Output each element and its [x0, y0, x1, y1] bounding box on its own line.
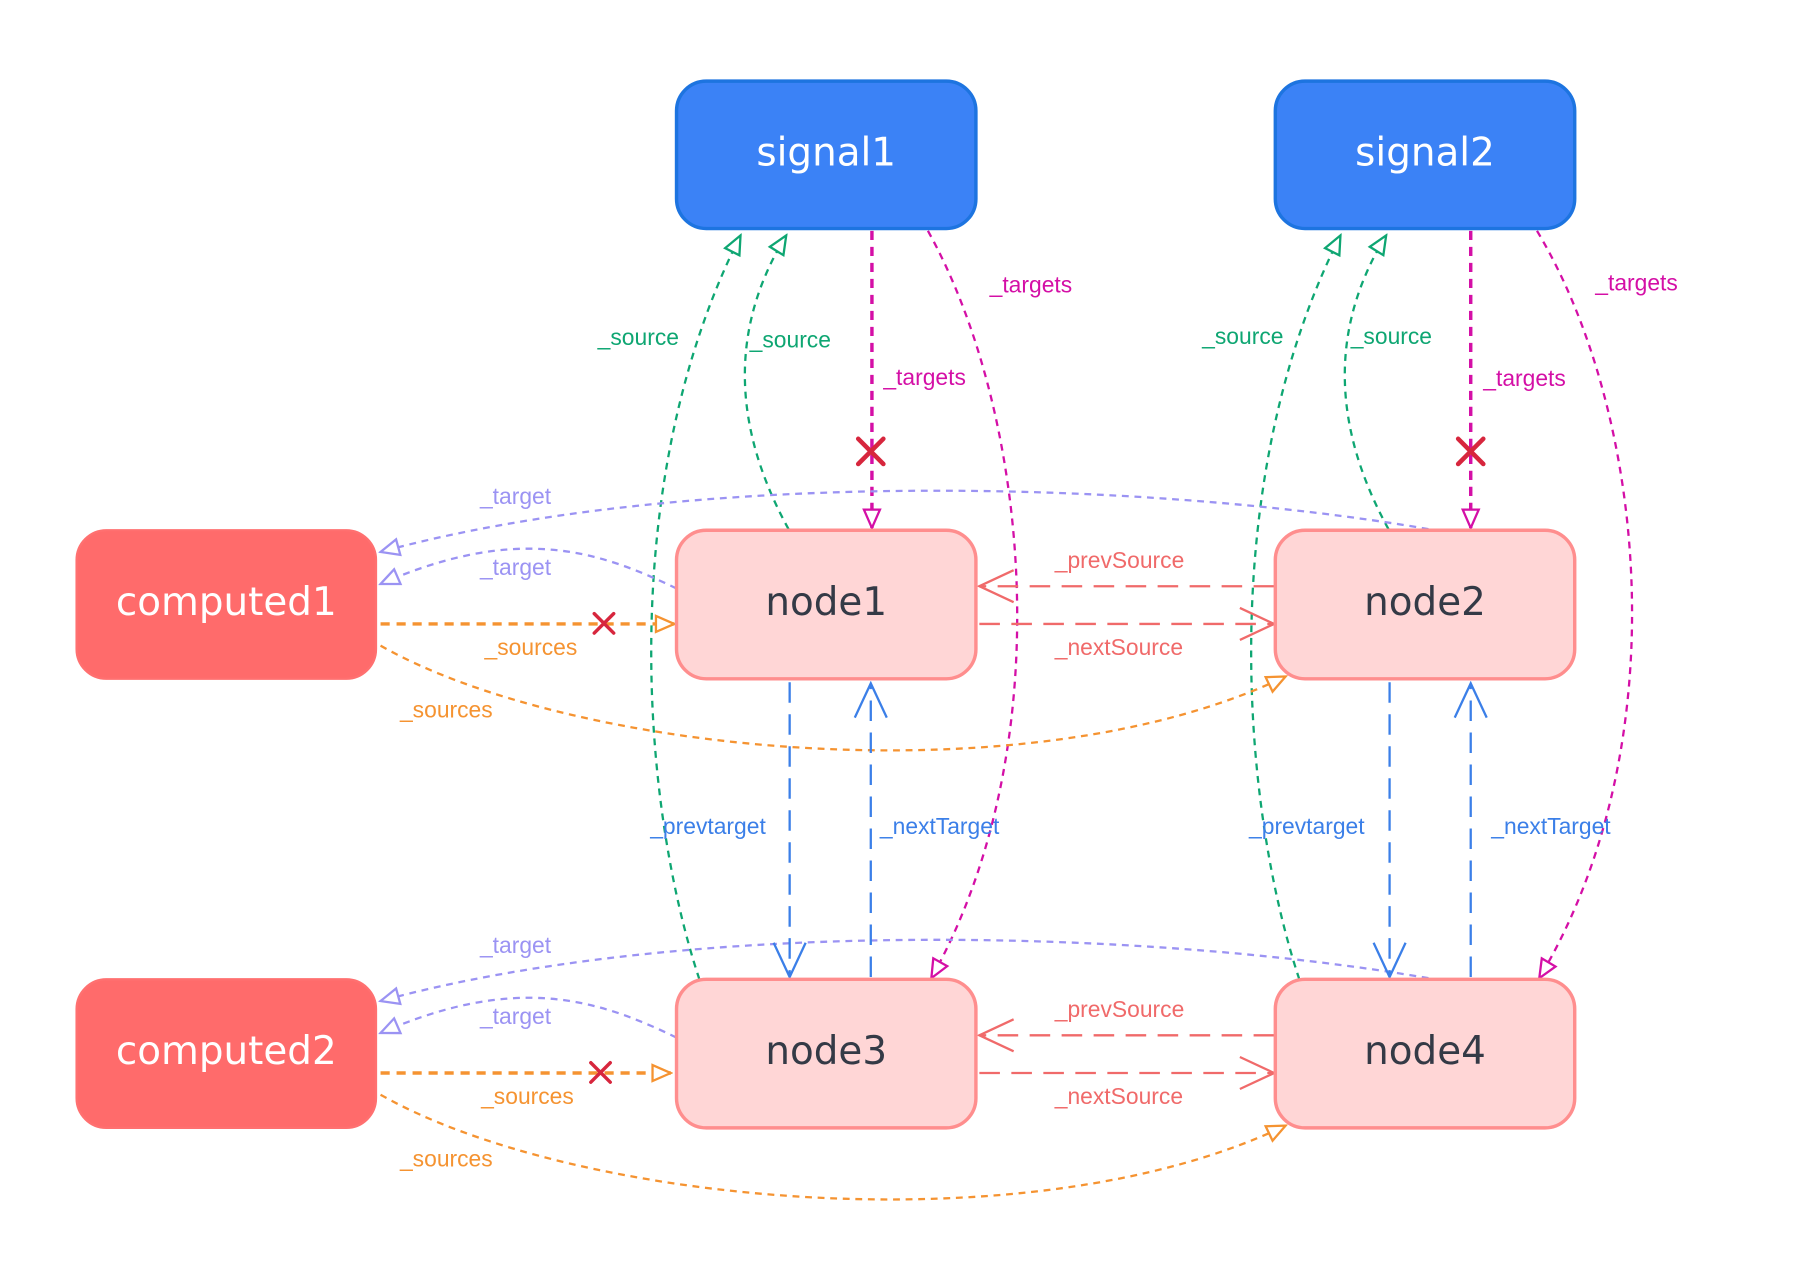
node-computed1[interactable]: computed1 [75, 529, 378, 680]
label-sources: _sources [484, 634, 578, 660]
edge-node2-source-signal2 [1343, 235, 1390, 530]
label-nexttarget: _nextTarget [879, 813, 1000, 839]
edge-signal2-targets-node4 [1536, 230, 1634, 978]
edge-node4-target-computed2 [381, 938, 1429, 1001]
label-prevtarget: _prevtarget [1248, 813, 1365, 839]
edge-signal1-targets-node3 [926, 230, 1019, 978]
label-target: _target [479, 1003, 552, 1029]
label-source: _source [1201, 323, 1283, 349]
node-node3[interactable]: node3 [674, 977, 978, 1130]
edge-node3-source-signal1 [650, 235, 740, 980]
label-source: _source [597, 324, 679, 350]
node-node3-label: node3 [765, 1029, 887, 1074]
label-target: _target [479, 554, 552, 580]
label-source: _source [749, 326, 831, 352]
node-signal2-label: signal2 [1355, 131, 1495, 176]
edge-node1-source-signal1 [743, 235, 790, 530]
label-prevtarget: _prevtarget [649, 813, 766, 839]
label-targets: _targets [1594, 269, 1678, 295]
node-node2-label: node2 [1364, 580, 1486, 625]
edge-computed1-sources-node2 [379, 644, 1286, 752]
cut-icon-signal2-node2 [1455, 436, 1486, 467]
node-node2[interactable]: node2 [1273, 528, 1577, 681]
label-nexttarget: _nextTarget [1490, 813, 1611, 839]
label-nextsource: _nextSource [1054, 1083, 1183, 1109]
node-signal1-label: signal1 [756, 131, 896, 176]
label-sources: _sources [399, 1146, 493, 1172]
node-node1-label: node1 [765, 580, 887, 625]
cut-icon-computed2-node3 [589, 1061, 612, 1084]
node-node4[interactable]: node4 [1273, 977, 1577, 1130]
label-prevsource: _prevSource [1054, 996, 1185, 1022]
edge-node2-target-computed1 [381, 489, 1429, 552]
node-computed2-label: computed2 [116, 1029, 337, 1074]
label-target: _target [479, 483, 552, 509]
node-signal2[interactable]: signal2 [1273, 79, 1577, 231]
label-sources: _sources [399, 697, 493, 723]
edge-computed2-sources-node4 [379, 1093, 1286, 1201]
label-source: _source [1350, 323, 1432, 349]
node-signal1[interactable]: signal1 [674, 79, 978, 231]
edge-node3-target-computed2 [381, 996, 678, 1039]
edge-node1-target-computed1 [381, 547, 678, 590]
node-computed2[interactable]: computed2 [75, 978, 378, 1130]
label-targets: _targets [882, 364, 966, 390]
cut-icon-computed1-node1 [592, 611, 616, 635]
label-sources: _sources [480, 1083, 574, 1109]
label-target: _target [479, 932, 552, 958]
cut-icon-signal1-node1 [855, 436, 886, 467]
label-targets: _targets [1482, 365, 1566, 391]
node-node1[interactable]: node1 [674, 528, 978, 681]
label-prevsource: _prevSource [1054, 547, 1185, 573]
label-nextsource: _nextSource [1054, 634, 1183, 660]
label-targets: _targets [989, 272, 1073, 298]
node-computed1-label: computed1 [116, 580, 337, 625]
node-node4-label: node4 [1364, 1029, 1486, 1074]
